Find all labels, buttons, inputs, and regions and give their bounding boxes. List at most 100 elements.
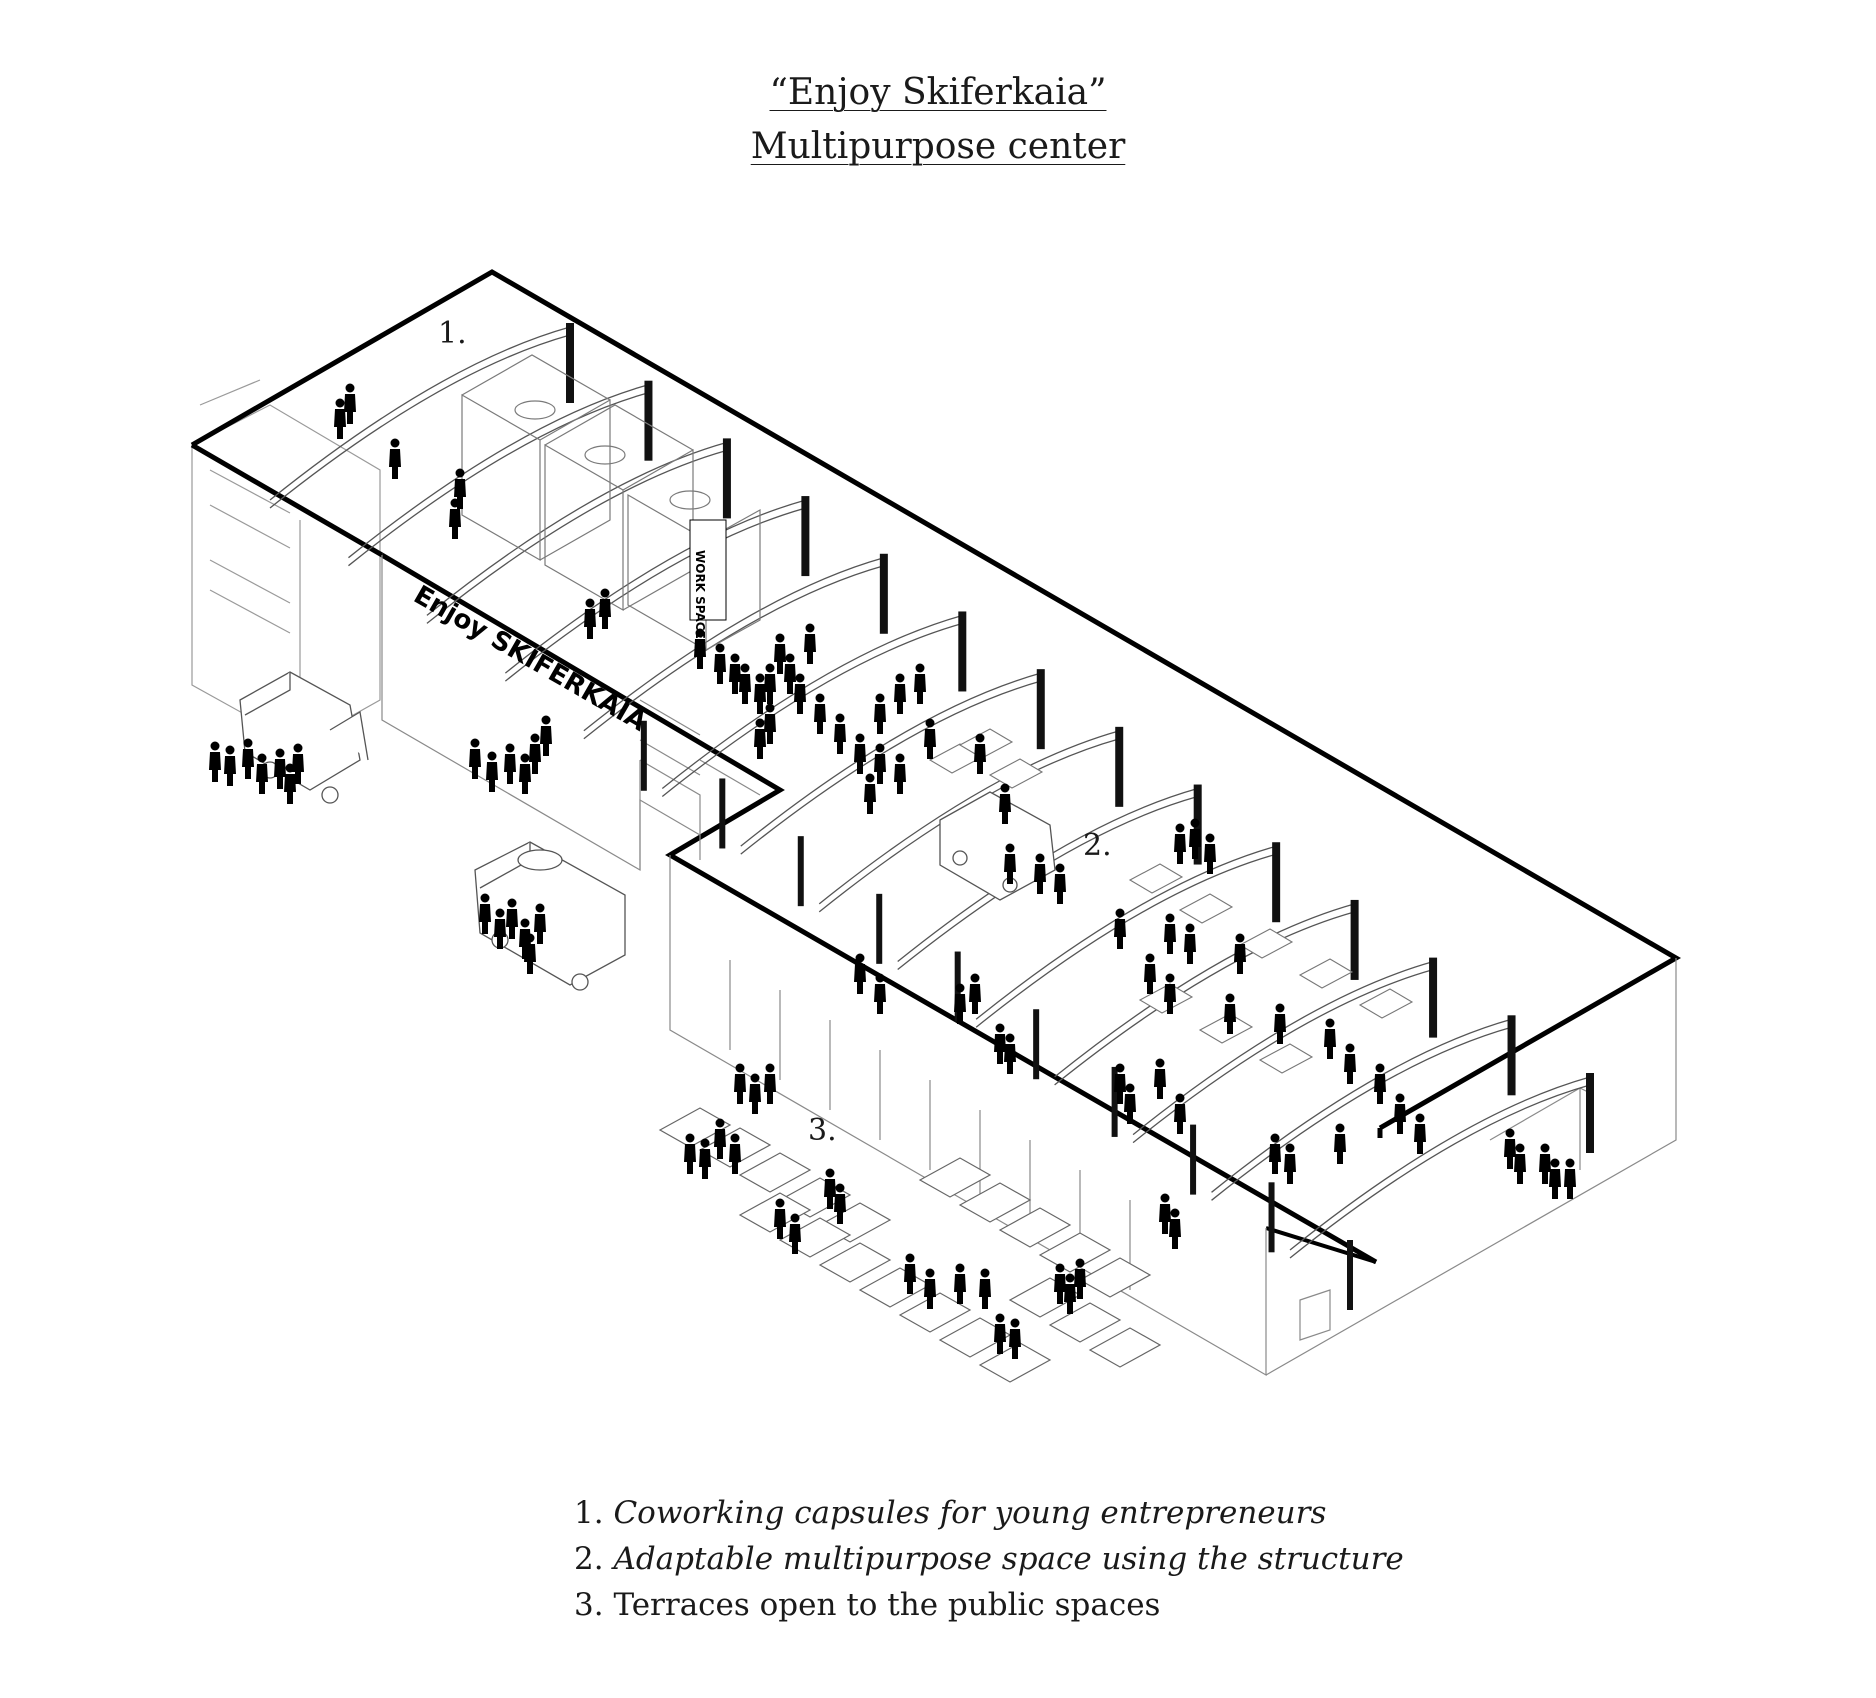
person-body bbox=[764, 1074, 776, 1104]
person-body bbox=[534, 914, 546, 944]
person-head bbox=[715, 643, 725, 653]
person-head bbox=[1235, 933, 1245, 943]
person-head bbox=[785, 653, 795, 663]
furniture-piece bbox=[1298, 958, 1354, 989]
person-head bbox=[1275, 1003, 1285, 1013]
person-head bbox=[750, 1073, 760, 1083]
column bbox=[1586, 1073, 1594, 1153]
person-body bbox=[519, 764, 531, 794]
roof-truss bbox=[1054, 903, 1355, 1078]
person-body bbox=[874, 984, 886, 1014]
person-body bbox=[1004, 854, 1016, 884]
person-body bbox=[504, 754, 516, 784]
person-body bbox=[904, 1264, 916, 1294]
person-body bbox=[1169, 1219, 1181, 1249]
person-head bbox=[715, 1118, 725, 1128]
column bbox=[1429, 957, 1438, 1038]
person-head bbox=[970, 973, 980, 983]
person-head bbox=[1270, 1133, 1280, 1143]
person-body bbox=[924, 1279, 936, 1309]
person-head bbox=[1175, 823, 1185, 833]
person-body bbox=[684, 1144, 696, 1174]
person-head bbox=[1145, 953, 1155, 963]
roof-truss-lower bbox=[504, 507, 806, 682]
food-truck-2 bbox=[474, 841, 626, 991]
person-head bbox=[455, 468, 465, 478]
person-body bbox=[789, 1224, 801, 1254]
person-body bbox=[1189, 829, 1201, 859]
person-head bbox=[1375, 1063, 1385, 1073]
roof-truss-lower bbox=[740, 680, 1041, 855]
person-head bbox=[925, 1268, 935, 1278]
person-body bbox=[1234, 944, 1246, 974]
person-body bbox=[1009, 1329, 1021, 1359]
person-head bbox=[975, 733, 985, 743]
column bbox=[797, 836, 804, 907]
roof-truss bbox=[504, 499, 806, 674]
person-head bbox=[525, 933, 535, 943]
person-body bbox=[894, 684, 906, 714]
person-head bbox=[925, 718, 935, 728]
person-head bbox=[487, 751, 497, 761]
person-body bbox=[1164, 924, 1176, 954]
person-body bbox=[814, 704, 826, 734]
person-head bbox=[980, 1268, 990, 1278]
person-head bbox=[1185, 923, 1195, 933]
roof-truss-lower bbox=[583, 565, 885, 740]
person-body bbox=[284, 774, 296, 804]
person-body bbox=[739, 674, 751, 704]
furniture-piece bbox=[1258, 1043, 1314, 1074]
column bbox=[1268, 1182, 1275, 1253]
person-head bbox=[835, 713, 845, 723]
person-body bbox=[1269, 1144, 1281, 1174]
furniture-piece bbox=[1238, 928, 1294, 959]
person-head bbox=[1055, 1263, 1065, 1273]
person-body bbox=[256, 764, 268, 794]
person-head bbox=[530, 733, 540, 743]
main-hall-outline bbox=[190, 269, 1682, 1265]
person-head bbox=[875, 743, 885, 753]
column bbox=[1350, 899, 1359, 980]
person-head bbox=[905, 1253, 915, 1263]
person-body bbox=[874, 754, 886, 784]
person-body bbox=[1549, 1169, 1561, 1199]
column bbox=[722, 438, 731, 519]
person-head bbox=[1075, 1258, 1085, 1268]
person-body bbox=[864, 784, 876, 814]
person-head bbox=[1170, 1208, 1180, 1218]
person-body bbox=[449, 509, 461, 539]
person-head bbox=[520, 753, 530, 763]
person-body bbox=[1324, 1029, 1336, 1059]
roof-truss-lower bbox=[426, 449, 728, 624]
person-head bbox=[995, 1313, 1005, 1323]
column bbox=[876, 893, 883, 964]
person-head bbox=[585, 598, 595, 608]
person-head bbox=[700, 1138, 710, 1148]
person-body bbox=[1274, 1014, 1286, 1044]
person-head bbox=[1055, 863, 1065, 873]
person-head bbox=[600, 588, 610, 598]
legend-item-1: 1. Coworking capsules for young entrepre… bbox=[574, 1495, 1327, 1531]
person-head bbox=[1395, 1093, 1405, 1103]
terrace-table bbox=[1048, 1302, 1122, 1343]
column bbox=[1036, 669, 1045, 750]
diagram-title: “Enjoy Skiferkaia” bbox=[769, 72, 1107, 113]
column bbox=[1190, 1124, 1197, 1195]
person-head bbox=[735, 1063, 745, 1073]
person-body bbox=[1334, 1134, 1346, 1164]
food-truck-indoor bbox=[939, 791, 1056, 901]
person-body bbox=[1164, 984, 1176, 1014]
column bbox=[719, 778, 726, 849]
roof-truss-lower bbox=[975, 853, 1277, 1028]
person-body bbox=[794, 684, 806, 714]
person-body bbox=[1159, 1204, 1171, 1234]
person-body bbox=[1374, 1074, 1386, 1104]
person-body bbox=[529, 744, 541, 774]
person-head bbox=[1505, 1128, 1515, 1138]
column bbox=[1111, 1066, 1118, 1137]
person-body bbox=[994, 1324, 1006, 1354]
person-body bbox=[334, 409, 346, 439]
person-body bbox=[1034, 864, 1046, 894]
furniture-piece bbox=[1198, 1013, 1254, 1044]
person-body bbox=[344, 394, 356, 424]
